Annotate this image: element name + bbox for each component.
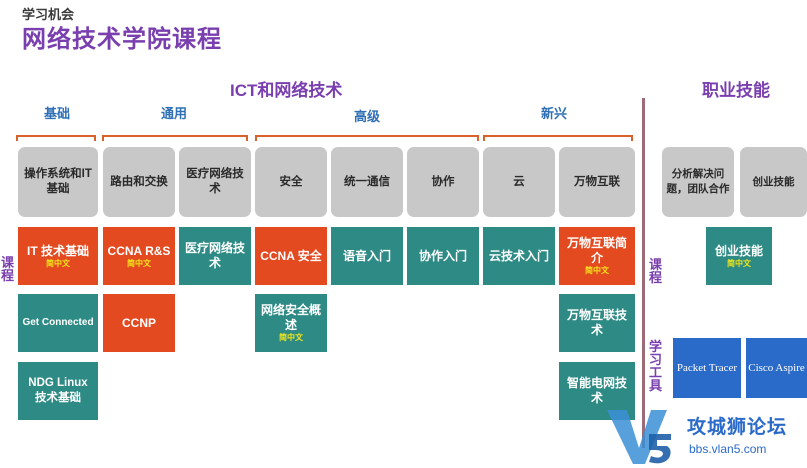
course-it-basics[interactable]: IT 技术基础 简中文 (18, 227, 98, 285)
course-get-connected[interactable]: Get Connected (18, 294, 98, 352)
course-netsec-overview[interactable]: 网络安全概述 简中文 (255, 294, 327, 352)
courses-label-right: 课程 (649, 257, 663, 285)
course-entrepreneur[interactable]: 创业技能 简中文 (706, 227, 772, 285)
section-career: 职业技能 (702, 81, 770, 100)
tools-label: 学习工具 (649, 339, 663, 393)
bracket-emerging (483, 135, 633, 141)
course-voice-intro[interactable]: 语音入门 (331, 227, 403, 285)
category-os-it: 操作系统和IT基础 (18, 147, 98, 217)
lang-tag: 简中文 (46, 258, 70, 268)
watermark-url: bbs.vlan5.com (689, 442, 767, 456)
category-collaboration: 协作 (407, 147, 479, 217)
page-title: 网络技术学院课程 (22, 26, 222, 53)
course-cloud-intro[interactable]: 云技术入门 (483, 227, 555, 285)
category-routing: 路由和交换 (103, 147, 175, 217)
course-ccna-rs[interactable]: CCNA R&S 简中文 (103, 227, 175, 285)
category-unified-comms: 统一通信 (331, 147, 403, 217)
watermark-brand: 攻城狮论坛 (687, 417, 788, 438)
bracket-general (102, 135, 248, 141)
category-iot: 万物互联 (559, 147, 635, 217)
course-medical-tech[interactable]: 医疗网络技术 (179, 227, 251, 285)
courses-label-left: 课程 (1, 255, 15, 283)
course-ccnp[interactable]: CCNP (103, 294, 175, 352)
bracket-basic (16, 135, 96, 141)
category-entrepreneur: 创业技能 (740, 147, 807, 217)
bracket-advanced (255, 135, 479, 141)
subsection-emerging: 新兴 (541, 106, 568, 121)
supertitle: 学习机会 (22, 7, 75, 22)
tool-cisco-aspire[interactable]: Cisco Aspire (746, 338, 807, 398)
category-medical: 医疗网络技术 (179, 147, 251, 217)
category-security: 安全 (255, 147, 327, 217)
subsection-basic: 基础 (44, 106, 71, 121)
course-iot-tech[interactable]: 万物互联技术 (559, 294, 635, 352)
section-divider (642, 98, 645, 448)
lang-tag: 简中文 (279, 333, 303, 342)
lang-tag: 简中文 (585, 266, 609, 275)
course-collab-intro[interactable]: 协作入门 (407, 227, 479, 285)
section-ict: ICT和网络技术 (230, 81, 343, 100)
tool-packet-tracer[interactable]: Packet Tracer (673, 338, 741, 398)
category-cloud: 云 (483, 147, 555, 217)
subsection-general: 通用 (161, 106, 188, 121)
course-ndg-linux[interactable]: NDG Linux 技术基础 (18, 362, 98, 420)
watermark: 攻城狮论坛 bbs.vlan5.com (605, 404, 807, 468)
subsection-advanced: 高级 (354, 109, 381, 124)
lang-tag: 简中文 (127, 258, 151, 268)
v5-logo-icon (607, 410, 671, 464)
course-ccna-security[interactable]: CCNA 安全 (255, 227, 327, 285)
category-problem-solving: 分析解决问题，团队合作 (662, 147, 734, 217)
course-iot-intro[interactable]: 万物互联简介 简中文 (559, 227, 635, 285)
lang-tag: 简中文 (727, 258, 751, 268)
